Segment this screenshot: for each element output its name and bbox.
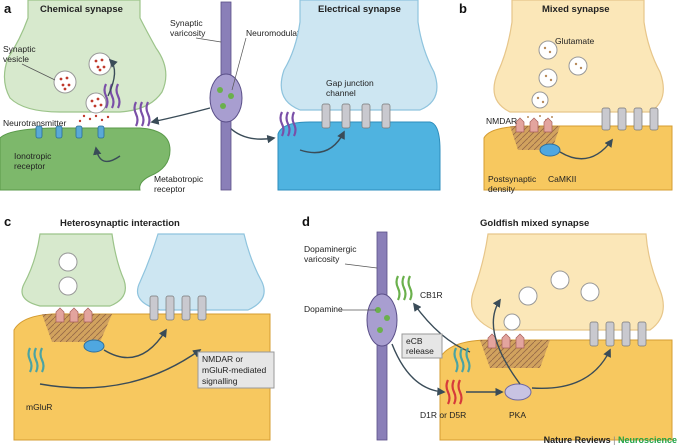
label-synaptic-vesicle-1: Synaptic <box>3 44 36 54</box>
leader-dopaminergic <box>344 263 378 269</box>
label-ionotropic-1: Ionotropic <box>14 151 52 161</box>
panel-d-letter: d <box>302 214 310 229</box>
synaptic-vesicles <box>53 52 112 123</box>
panel-a-title-electrical: Electrical synapse <box>318 4 401 15</box>
panel-a-letter: a <box>4 1 12 16</box>
presynaptic-terminal-blue <box>280 0 438 111</box>
synaptic-varicosity <box>209 73 243 123</box>
pka-molecule <box>504 383 532 401</box>
vesicles-d <box>503 270 600 331</box>
label-metabotropic-1: Metabotropic <box>154 174 204 184</box>
label-box-1: NMDAR or <box>202 354 243 364</box>
label-glutamate: Glutamate <box>555 36 594 46</box>
gap-junctions-c <box>149 295 207 321</box>
arrow-gap-junction <box>299 130 345 154</box>
label-psd-2: density <box>488 184 516 194</box>
ecb-release-box <box>401 333 443 359</box>
label-psd-1: Postsynaptic <box>488 174 537 184</box>
metabotropic-receptor <box>103 83 151 127</box>
gap-junction-channels <box>321 103 391 129</box>
arrow-vesicle-release <box>107 58 118 97</box>
label-gap-junction-2: channel <box>326 88 356 98</box>
panel-b: b Mixed synapse Glutamate NMDAR Postsyna… <box>459 0 673 194</box>
cb1r-receptor <box>395 275 413 301</box>
panel-b-letter: b <box>459 1 467 16</box>
neuromodulator-granules <box>217 87 234 109</box>
journal-section: Neuroscience <box>617 435 677 445</box>
panel-c-letter: c <box>4 214 11 229</box>
arrow-pka-vesicle <box>492 298 521 385</box>
label-dopamine: Dopamine <box>304 304 343 314</box>
arrow-metabotropic <box>93 146 121 163</box>
presynaptic-terminal-green <box>3 0 167 113</box>
postsynaptic-density-d <box>480 340 550 368</box>
nmdar-receptors-d <box>487 333 525 349</box>
postsynaptic-cell-blue <box>277 121 441 191</box>
glutamate-dots-b <box>527 46 583 121</box>
label-dopaminergic-1: Dopaminergic <box>304 244 357 254</box>
label-neuromodulator: Neuromodulator <box>246 28 307 38</box>
leader-vesicle <box>21 63 56 81</box>
panel-d-title: Goldfish mixed synapse <box>480 218 589 229</box>
ionotropic-receptors <box>35 125 105 139</box>
label-synaptic-vesicle-2: vesicle <box>3 54 29 64</box>
panel-c-title: Heterosynaptic interaction <box>60 218 180 229</box>
label-pka: PKA <box>509 410 526 420</box>
label-nmdar: NMDAR <box>486 116 517 126</box>
nmdar-receptors-b <box>515 117 553 133</box>
label-ecb-2: release <box>406 346 434 356</box>
journal-separator: | <box>610 435 618 445</box>
journal-footer: Nature Reviews | Neuroscience <box>544 435 677 445</box>
label-gap-junction-1: Gap junction <box>326 78 374 88</box>
label-cb1r: CB1R <box>420 290 443 300</box>
postsynaptic-cell-green <box>0 127 171 191</box>
label-varicosity-1: Synaptic <box>170 18 203 28</box>
leader-neuromodulator <box>231 37 247 91</box>
presynaptic-terminal-green-c <box>21 233 126 307</box>
mglur-receptor <box>27 347 45 373</box>
label-d1r: D1R or D5R <box>420 410 466 420</box>
presynaptic-terminal-orange-b <box>493 0 664 113</box>
signalling-box <box>197 351 275 389</box>
label-varicosity-2: varicosity <box>170 28 206 38</box>
panel-a-title: Chemical synapse <box>40 4 123 15</box>
label-camkii: CaMKII <box>548 174 576 184</box>
panel-c: c Heterosynaptic interaction NMDAR or mG… <box>4 214 275 441</box>
nmdar-receptors-c <box>55 307 93 323</box>
panel-a: a Chemical synapse <box>0 0 441 194</box>
camkii-molecule <box>539 143 561 157</box>
label-dopaminergic-2: varicosity <box>304 254 340 264</box>
vesicles-c <box>58 252 78 296</box>
label-ionotropic-2: receptor <box>14 161 45 171</box>
presynaptic-terminal-blue-c <box>136 233 265 311</box>
arrow-dopamine-d1r <box>391 343 446 396</box>
arrow-pka-gap <box>531 348 611 390</box>
journal-name: Nature Reviews <box>543 435 611 445</box>
label-box-2: mGluR-mediated <box>202 365 267 375</box>
gap-junctions-d <box>589 321 647 347</box>
panel-b-title: Mixed synapse <box>542 4 610 15</box>
gap-junctions-b <box>601 107 659 131</box>
teal-receptor-d <box>453 347 471 373</box>
label-ecb-1: eCB <box>406 336 423 346</box>
arrow-mglur-c <box>39 349 202 389</box>
label-box-3: signalling <box>202 376 238 386</box>
postsynaptic-cell-orange-d <box>439 339 673 441</box>
arrow-neuromodulator-to-chemical <box>150 107 211 125</box>
glutamate-vesicles-b <box>531 40 588 109</box>
electrical-receptor <box>279 111 297 137</box>
label-neurotransmitter: Neurotransmitter <box>3 118 66 128</box>
dopamine-granules <box>375 307 390 333</box>
dopaminergic-varicosity <box>366 293 398 347</box>
leader-varicosity <box>195 37 222 43</box>
signalling-molecule-c <box>83 339 105 353</box>
panel-d: d Goldfish mixed synapse Dopaminergic va… <box>302 214 673 441</box>
arrow-camkii <box>559 138 613 160</box>
arrow-signalling-c <box>103 328 167 359</box>
label-metabotropic-2: receptor <box>154 184 185 194</box>
label-mglur: mGluR <box>26 402 52 412</box>
d1r-receptor <box>445 379 463 405</box>
